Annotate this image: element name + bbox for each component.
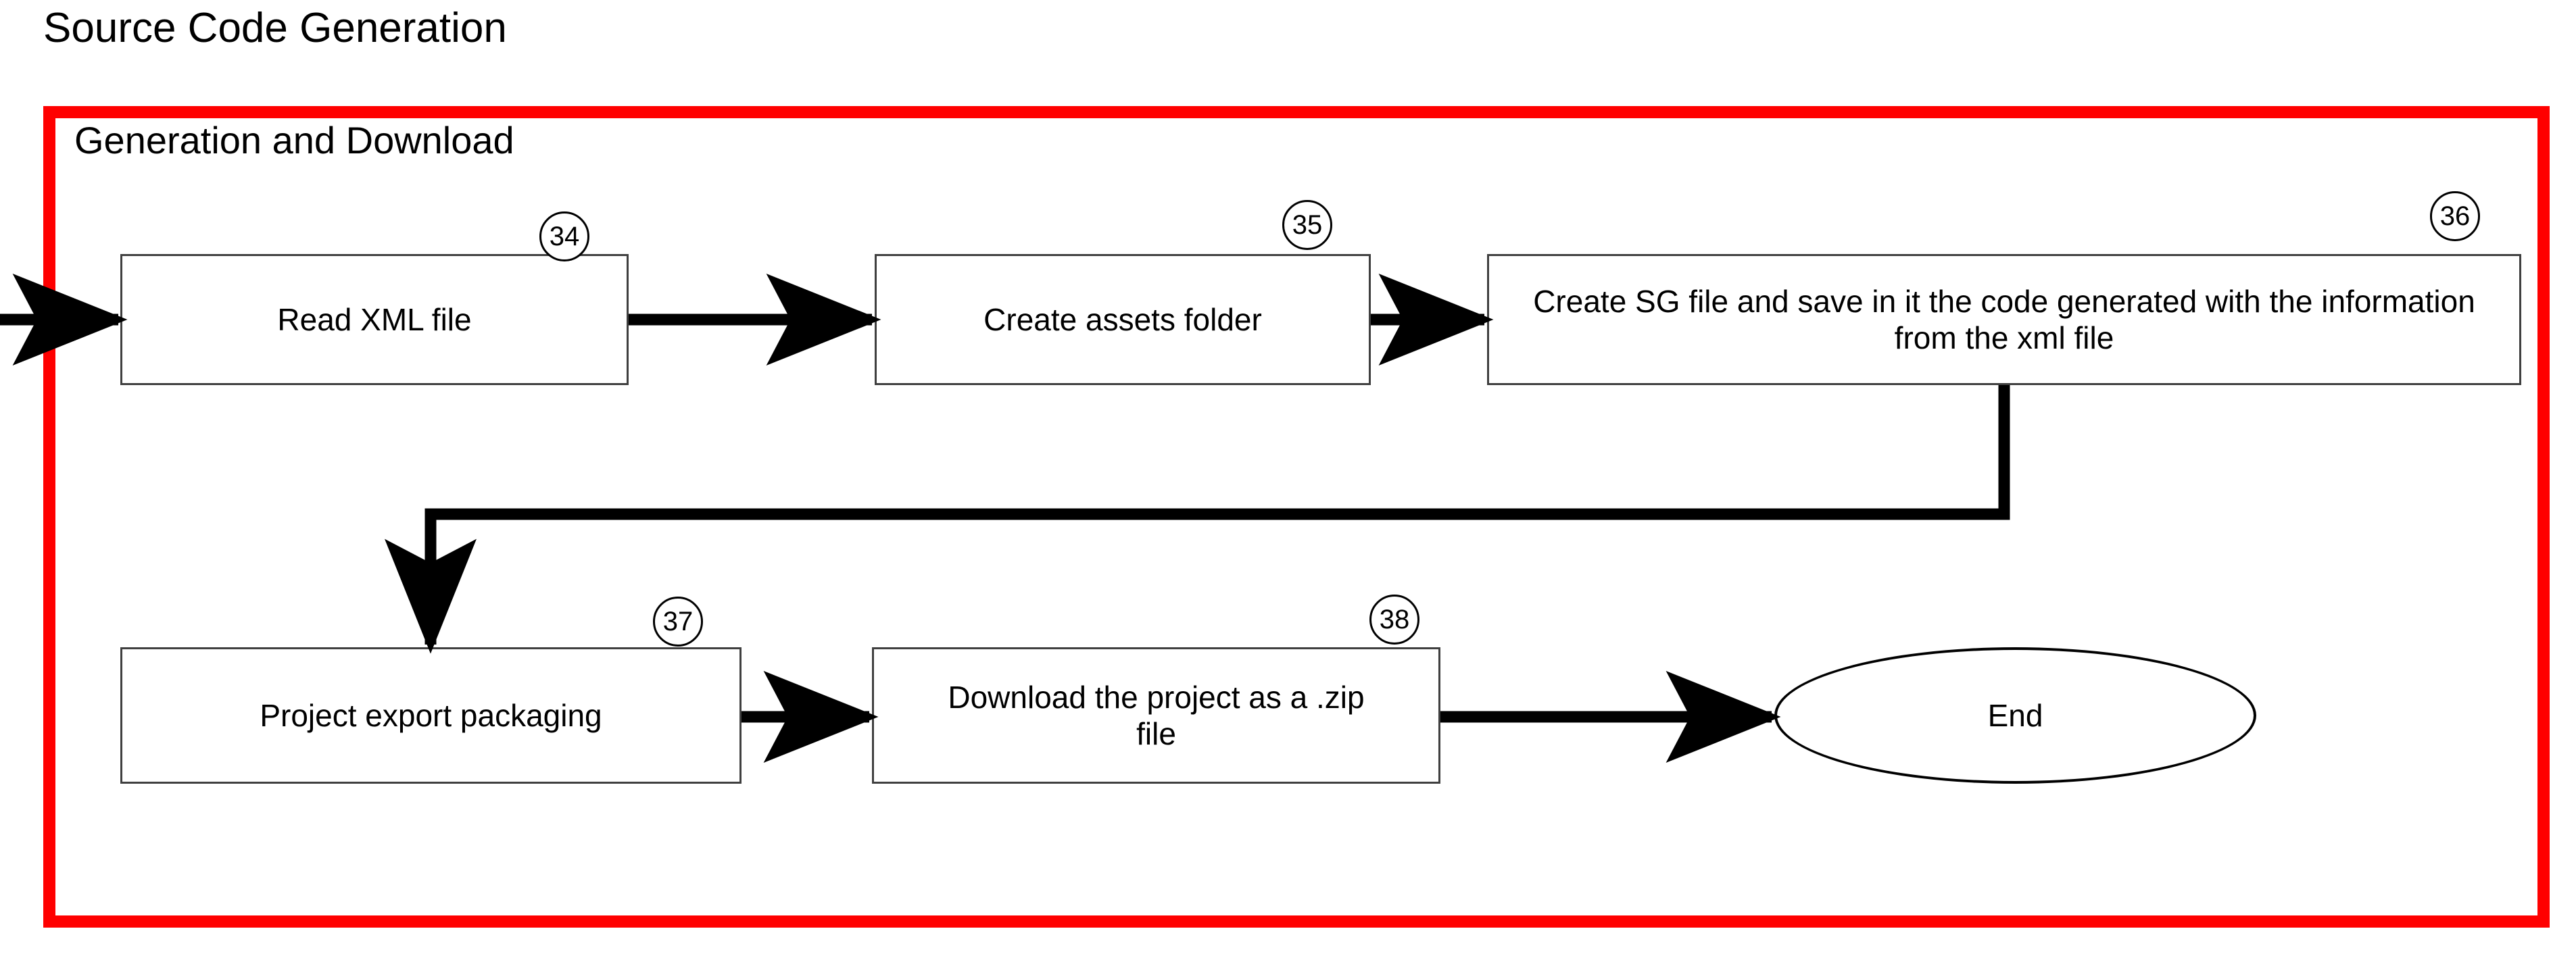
- node-label: Read XML file: [277, 301, 472, 337]
- node-label: Project export packaging: [260, 697, 602, 733]
- node-label: Create assets folder: [983, 301, 1262, 337]
- step-number: 38: [1379, 604, 1410, 634]
- node-create-assets-folder[interactable]: Create assets folder: [875, 254, 1371, 385]
- page-title: Source Code Generation: [43, 5, 507, 51]
- node-project-export-packaging[interactable]: Project export packaging: [120, 647, 742, 784]
- step-badge-34: 34: [539, 211, 589, 261]
- node-label: End: [1987, 698, 2043, 733]
- group-label: Generation and Download: [74, 119, 514, 161]
- node-download-project-zip[interactable]: Download the project as a .zip file: [872, 647, 1440, 784]
- step-badge-35: 35: [1282, 200, 1332, 250]
- node-label: Download the project as a .zip file: [948, 679, 1365, 751]
- step-number: 34: [549, 221, 580, 251]
- step-badge-37: 37: [653, 597, 703, 647]
- node-end[interactable]: End: [1774, 647, 2256, 784]
- node-create-sg-file[interactable]: Create SG file and save in it the code g…: [1487, 254, 2521, 385]
- step-number: 36: [2439, 201, 2471, 231]
- step-badge-38: 38: [1369, 595, 1419, 645]
- step-number: 37: [662, 606, 694, 636]
- step-badge-36: 36: [2430, 191, 2480, 241]
- step-number: 35: [1292, 209, 1323, 240]
- node-label: Create SG file and save in it the code g…: [1533, 283, 2475, 355]
- node-read-xml-file[interactable]: Read XML file: [120, 254, 629, 385]
